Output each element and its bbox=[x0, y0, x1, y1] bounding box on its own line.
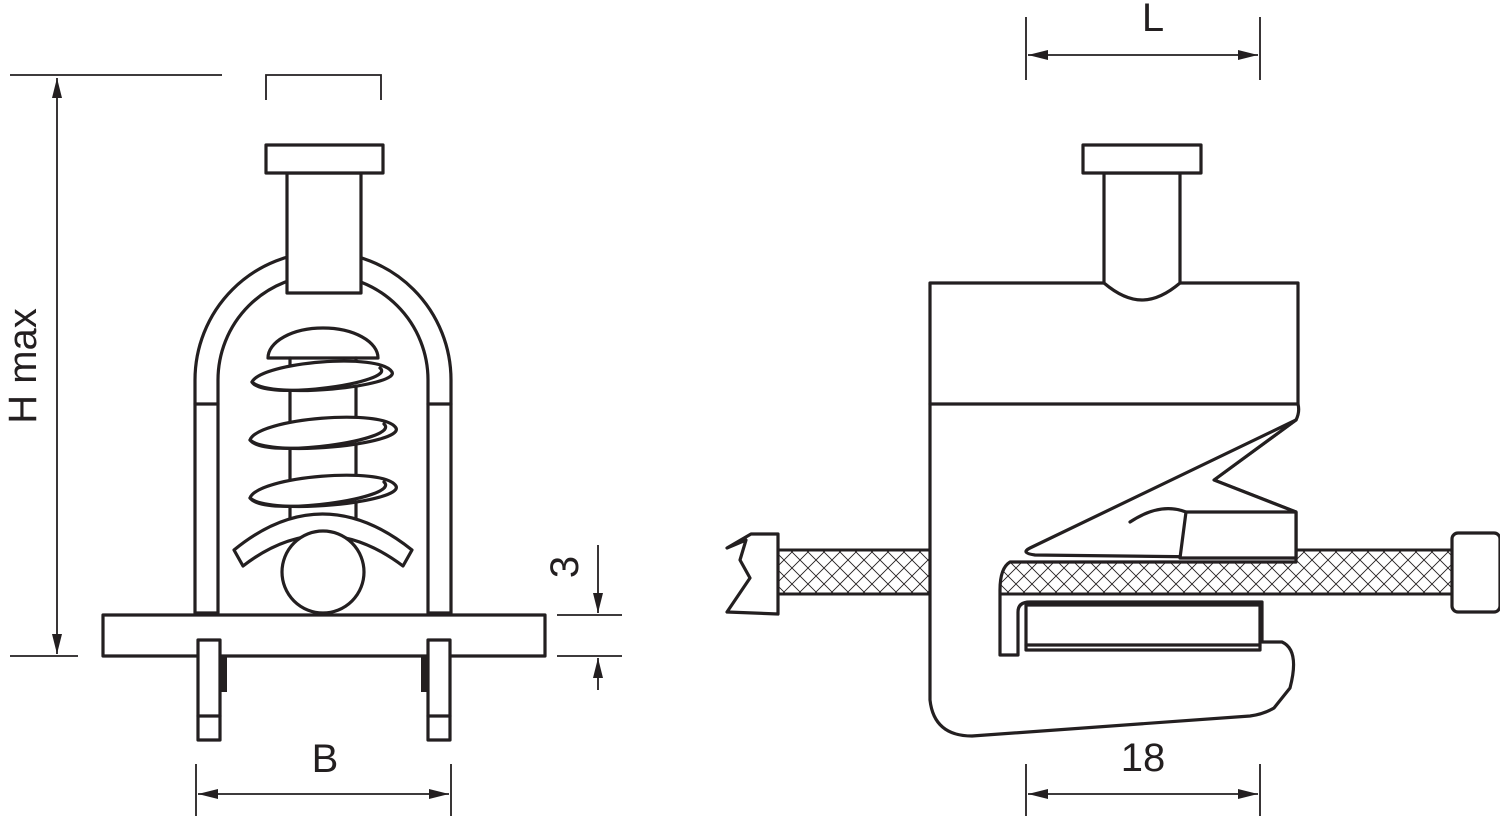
jaw-tip bbox=[1178, 510, 1298, 560]
jaw-contact bbox=[1128, 507, 1188, 524]
length-label: L bbox=[1142, 0, 1164, 40]
length-dimension bbox=[1025, 17, 1261, 80]
mounting-slot bbox=[1024, 603, 1262, 652]
thickness-label: 3 bbox=[543, 556, 587, 578]
depth-label: 18 bbox=[1121, 736, 1166, 780]
height-dimension bbox=[10, 78, 78, 657]
pin-cap bbox=[264, 143, 385, 175]
cable-section bbox=[280, 529, 366, 615]
width-dimension bbox=[195, 764, 452, 816]
cable-break-left bbox=[725, 532, 780, 616]
mounting-legs bbox=[196, 638, 452, 742]
pin-shaft bbox=[285, 171, 363, 295]
clamp-arc bbox=[232, 512, 414, 568]
height-label: H max bbox=[1, 308, 45, 424]
side-pin-shaft bbox=[1102, 171, 1182, 302]
width-label: B bbox=[312, 737, 339, 781]
pin-width-bracket bbox=[265, 74, 382, 100]
front-view: H max B 3 bbox=[1, 74, 622, 816]
base-plate bbox=[101, 613, 547, 658]
housing bbox=[193, 250, 453, 615]
side-view: L 18 bbox=[725, 0, 1500, 816]
spring bbox=[248, 359, 398, 509]
plunger-head bbox=[266, 326, 380, 360]
side-pin-cap bbox=[1081, 143, 1203, 175]
depth-dimension bbox=[1025, 764, 1261, 816]
cable-end-right bbox=[1450, 531, 1500, 614]
thickness-dimension bbox=[557, 545, 622, 690]
